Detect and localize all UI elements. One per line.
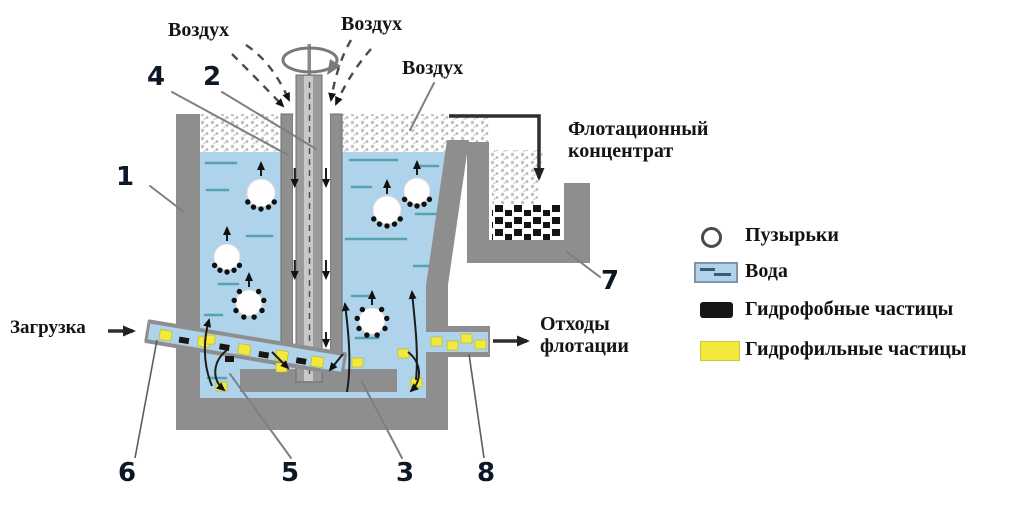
concentrate-launder	[467, 142, 590, 263]
water-dash-mark	[700, 268, 715, 271]
tank-wall-left	[176, 114, 200, 430]
legend-label: Гидрофобные частицы	[745, 298, 954, 320]
feed-pipe	[144, 319, 347, 376]
air-label-right: Воздух	[402, 57, 464, 79]
flow-arrows	[203, 160, 421, 393]
part-number-5: 5	[281, 458, 300, 488]
bubble-icon	[245, 178, 277, 212]
bubble-icon	[231, 288, 267, 320]
part-number-3: 3	[396, 458, 415, 488]
tank-walls	[176, 114, 469, 430]
bubbles	[211, 177, 433, 338]
main-arrows	[108, 114, 545, 347]
hydrophilic-icon	[700, 341, 740, 361]
bubble-icon	[354, 306, 390, 338]
air-label-top-left: Воздух	[168, 19, 230, 41]
air-label-top-right: Воздух	[341, 13, 403, 35]
concentrate-label-line2: концентрат	[568, 140, 674, 162]
bubble-icon	[211, 243, 243, 275]
feed-label: Загрузка	[10, 317, 86, 338]
froth-layer	[200, 114, 489, 152]
concentrate-particles	[492, 204, 562, 240]
rotation-arrow-icon	[281, 46, 341, 75]
legend-label: Гидрофильные частицы	[745, 338, 967, 360]
legend: Пузырьки Вода Гидрофобные частицы Гидроф…	[693, 220, 1023, 380]
part-number-4: 4	[147, 62, 166, 92]
impeller-shaft	[281, 44, 341, 383]
part-number-1: 1	[116, 162, 135, 192]
concentrate-label-line1: Флотационный	[568, 118, 709, 140]
bubble-icon	[401, 177, 433, 209]
bubble-icon	[371, 195, 403, 229]
bubble-icon	[701, 227, 722, 248]
outlet-pipe	[424, 326, 490, 357]
air-arrows	[231, 39, 372, 108]
tank-wall-right	[426, 140, 469, 430]
leader-lines	[134, 82, 601, 459]
waste-label: Отходы флотации	[540, 313, 629, 357]
hydrophobic-icon	[700, 302, 733, 318]
part-number-6: 6	[118, 458, 137, 488]
part-number-8: 8	[477, 458, 496, 488]
legend-label: Пузырьки	[745, 224, 839, 246]
water-icon	[694, 262, 738, 283]
concentrate-arrow	[449, 114, 545, 181]
tank-bottom	[176, 398, 448, 430]
part-number-2: 2	[203, 62, 222, 92]
waste-label-line2: флотации	[540, 335, 629, 357]
waste-label-line1: Отходы	[540, 313, 610, 335]
water-dash-mark	[714, 273, 731, 276]
froth-cascade	[489, 150, 543, 212]
concentrate-label: Флотационный концентрат	[568, 118, 708, 162]
legend-label: Вода	[745, 260, 788, 282]
part-number-7: 7	[601, 266, 620, 296]
